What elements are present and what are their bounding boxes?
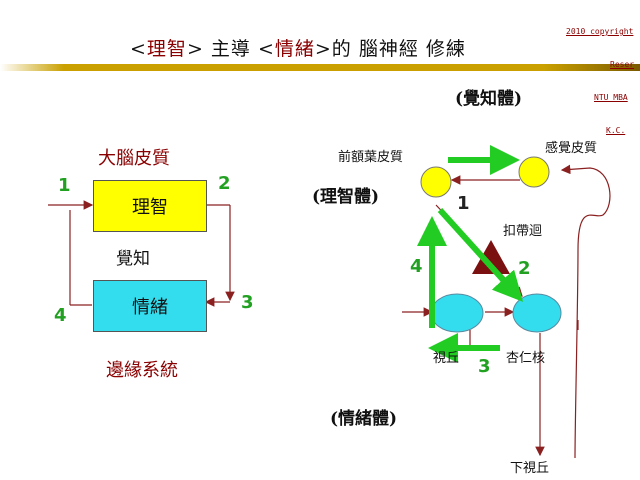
page-title: <理智> 主導 <情緒>的 腦神經 修練 xyxy=(130,34,550,61)
title-bracket-open: < xyxy=(130,38,147,60)
emotion-body-label: (情緒體) xyxy=(330,409,398,429)
left-step-4: 4 xyxy=(54,305,67,326)
right-step-4: 4 xyxy=(410,256,423,277)
green-arrow-diagonal xyxy=(437,207,524,302)
copyright-line: NTU MBA xyxy=(594,93,628,102)
prefrontal-node xyxy=(420,166,452,198)
cortex-label: 大腦皮質 xyxy=(98,148,170,169)
title-rule xyxy=(0,64,640,71)
cingulate-triangle xyxy=(472,240,510,274)
title-middle: 主導 < xyxy=(203,38,275,60)
title-rational: 理智 xyxy=(146,38,187,60)
amygdala-label: 杏仁核 xyxy=(506,351,546,366)
sensory-node xyxy=(518,156,550,188)
title-end: >的 腦神經 修練 xyxy=(314,38,466,60)
hypothalamus-label: 下視丘 xyxy=(510,461,550,476)
right-step-2: 2 xyxy=(518,258,531,279)
left-step-3: 3 xyxy=(241,292,254,313)
thalamus-label: 視丘 xyxy=(433,351,460,366)
perception-body-label: (覺知體) xyxy=(455,89,523,109)
emotion-box: 情緒 xyxy=(93,280,207,332)
limbic-label: 邊緣系統 xyxy=(106,360,178,381)
prefrontal-label: 前額葉皮質 xyxy=(338,150,404,165)
rational-box-label: 理智 xyxy=(132,197,168,218)
thalamus-node xyxy=(430,293,484,333)
left-flow-lines xyxy=(48,200,235,307)
perception-label: 覺知 xyxy=(116,249,150,269)
arrow-hypothalamus-to-sensory xyxy=(560,164,611,459)
rational-box: 理智 xyxy=(93,180,207,232)
title-bracket-close: > xyxy=(186,38,204,60)
rational-body-label: (理智體) xyxy=(312,187,380,207)
copyright-notice: 2010 copyright Reser NTU MBA K.C. xyxy=(566,4,640,147)
amygdala-node xyxy=(512,293,562,333)
green-arrows xyxy=(417,145,524,363)
sensory-cortex-label: 感覺皮質 xyxy=(545,141,598,156)
copyright-line: K.C. xyxy=(606,126,626,135)
left-step-2: 2 xyxy=(218,173,231,194)
left-step-1: 1 xyxy=(58,175,71,196)
right-step-3: 3 xyxy=(478,356,491,377)
right-step-1: 1 xyxy=(457,193,470,214)
cingulate-label: 扣帶迴 xyxy=(503,224,543,239)
emotion-box-label: 情緒 xyxy=(132,297,168,318)
title-emotion: 情緒 xyxy=(274,38,315,60)
copyright-line: 2010 copyright xyxy=(566,27,634,36)
copyright-line: Reser xyxy=(610,60,635,69)
